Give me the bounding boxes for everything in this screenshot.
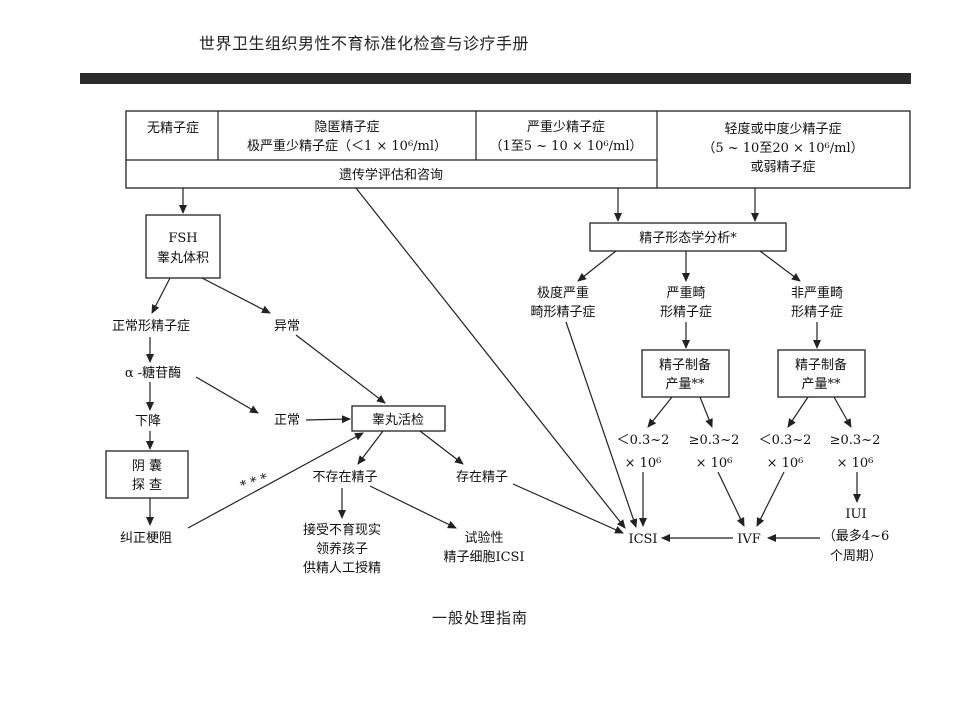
fsh-label: FSH (168, 231, 197, 246)
nonsevere-teratozoospermia-label: 非严重畸 (791, 285, 843, 301)
extreme-teratozoospermia-label: 极度严重 (537, 285, 589, 301)
classification-table (125, 110, 911, 189)
yield-lt-2: ＜0.3~2 (759, 433, 812, 448)
adoption-label: 领养孩子 (316, 541, 368, 557)
alpha-glucosidase-label: α -糖苷酶 (125, 365, 181, 381)
iui-label: IUI (845, 507, 866, 522)
scrotal-label: 阴 囊 (132, 458, 162, 474)
decrease-label: 下降 (135, 414, 161, 429)
correct-obstruction-label: 纠正梗阻 (120, 531, 172, 546)
nonsevere-teratozoospermia-label-2: 形精子症 (791, 305, 843, 320)
header-title: 世界卫生组织男性不育标准化检查与诊疗手册 (199, 34, 530, 53)
sperm-present-label: 存在精子 (456, 470, 508, 485)
ivf-label: IVF (737, 532, 761, 547)
yield-lt-2-unit: × 10⁶ (767, 456, 804, 471)
yield-ge-2-unit: × 10⁶ (837, 456, 874, 471)
normal-label: 正常 (274, 413, 300, 428)
sperm-prep-box-2 (777, 349, 866, 398)
yield-ge-2: ≥0.3~2 (830, 433, 881, 448)
icsi-label: ICSI (628, 532, 657, 547)
testis-biopsy-box (351, 405, 446, 432)
severe-teratozoospermia-label: 严重畸 (666, 285, 705, 301)
yield-lt-1-unit: × 10⁶ (625, 456, 662, 471)
yield-ge-1: ≥0.3~2 (689, 433, 740, 448)
azoospermia-label: 无精子症 (147, 121, 199, 136)
severe-oligo-label: 严重少精子症 (527, 119, 605, 135)
exploration-label: 探 查 (132, 478, 162, 493)
mild-oligo-label: 轻度或中度少精子症 (724, 121, 841, 137)
sperm-prep-yield-2: 产量** (801, 377, 841, 392)
triple-asterisk-label: * * * (239, 471, 271, 494)
iui-cycles-label: （最多4~6 (823, 528, 889, 544)
asthenozoospermia-label: 或弱精子症 (750, 160, 815, 175)
yield-lt-1: ＜0.3~2 (617, 433, 670, 448)
iui-cycles-label-2: 个周期） (830, 549, 882, 564)
cryptozoospermia-range: 极严重少精子症（＜1 × 10⁶/ml） (247, 138, 447, 154)
sperm-prep-box-1 (641, 349, 730, 398)
testis-biopsy-label: 睾丸活检 (372, 412, 424, 428)
severe-oligo-range: （1至5 ~ 10 × 10⁶/ml） (489, 139, 642, 154)
accept-infertility-label: 接受不育现实 (303, 522, 381, 538)
mild-oligo-range: （5 ~ 10至20 × 10⁶/ml） (702, 141, 863, 156)
table-frame (125, 110, 911, 189)
yield-ge-1-unit: × 10⁶ (696, 456, 733, 471)
abnormal-label: 异常 (274, 319, 300, 334)
genetic-counseling-label: 遗传学评估和咨询 (339, 167, 443, 183)
fsh-box (145, 214, 221, 279)
sperm-prep-label-1: 精子制备 (659, 357, 711, 373)
morphology-label: 精子形态学分析* (639, 230, 737, 246)
scrotal-exploration-box (105, 450, 189, 499)
sperm-prep-label-2: 精子制备 (795, 357, 847, 373)
no-sperm-label: 不存在精子 (312, 470, 377, 485)
severe-teratozoospermia-label-2: 形精子症 (660, 305, 712, 320)
trial-label: 试验性 (464, 530, 503, 546)
extreme-teratozoospermia-label-2: 畸形精子症 (530, 305, 595, 320)
spermatid-icsi-label: 精子细胞ICSI (443, 550, 524, 565)
testis-volume-label: 睾丸体积 (157, 250, 209, 266)
cryptozoospermia-label: 隐匿精子症 (314, 120, 379, 135)
sperm-prep-yield-1: 产量** (665, 377, 705, 392)
normal-azoospermia-label: 正常形精子症 (112, 319, 190, 334)
connector-arrows (146, 187, 861, 542)
diagram-caption: 一般处理指南 (431, 609, 528, 627)
donor-insemination-label: 供精人工授精 (303, 561, 381, 576)
morphology-box (589, 222, 787, 252)
header-rule (80, 73, 911, 84)
